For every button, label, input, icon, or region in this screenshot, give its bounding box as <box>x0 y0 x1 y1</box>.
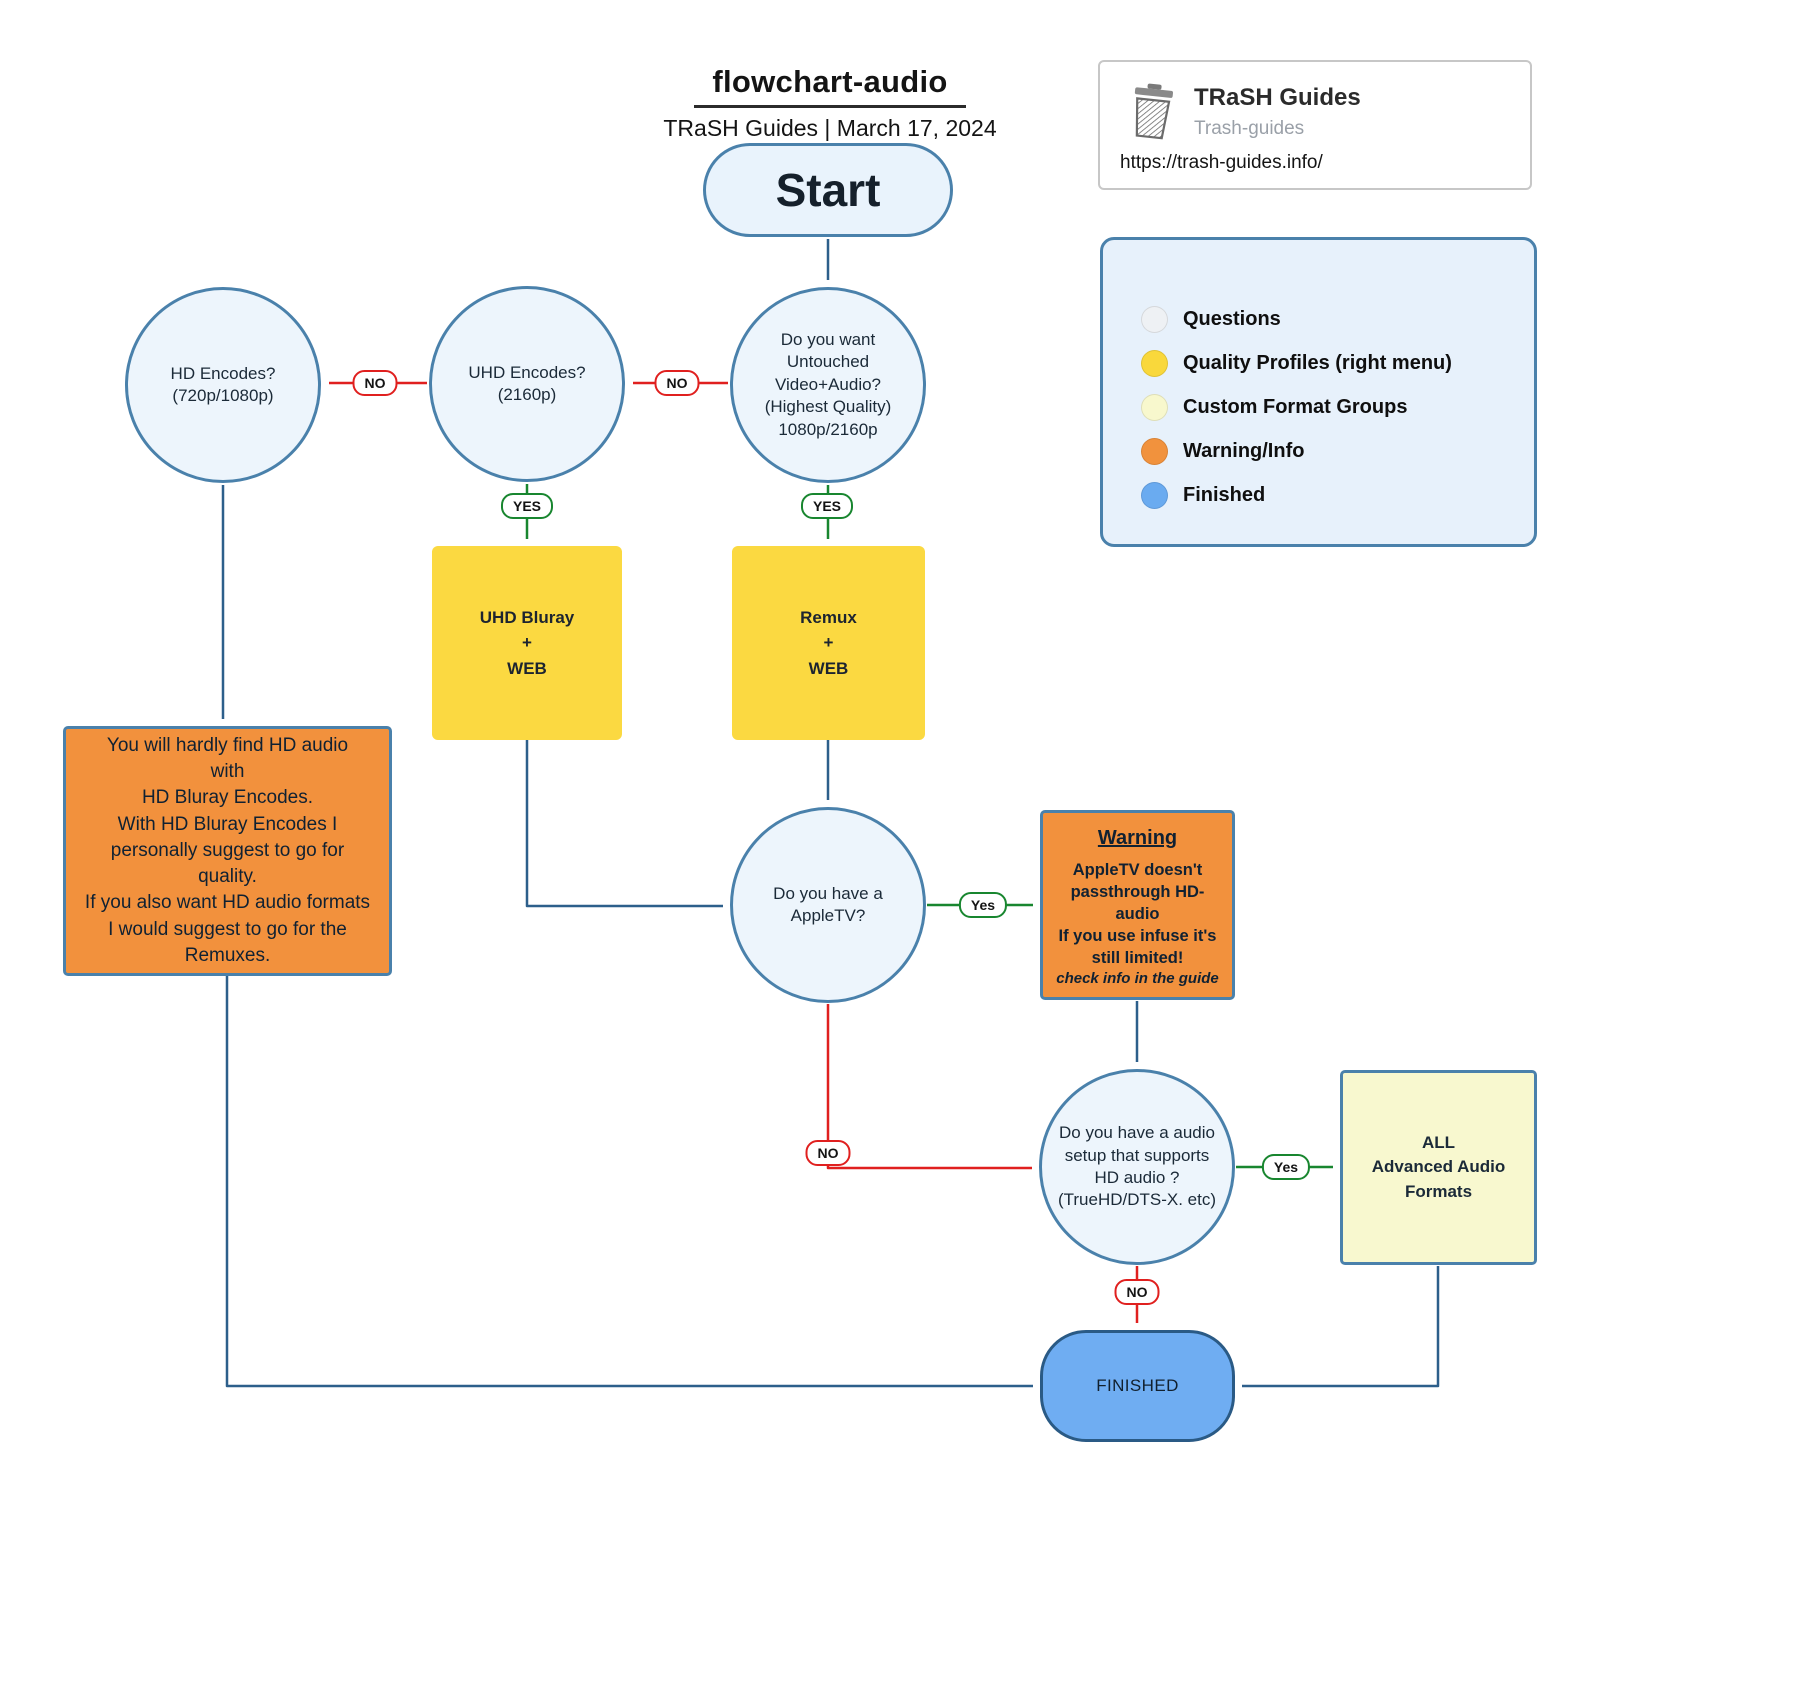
legend-item-warning-info: Warning/Info <box>1141 438 1534 465</box>
node-uhd-bluray-web: UHD Bluray + WEB <box>432 546 622 740</box>
node-question-untouched: Do you want Untouched Video+Audio? (High… <box>730 287 926 483</box>
page-title: flowchart-audio <box>694 64 966 108</box>
node-question-appletv: Do you have a AppleTV? <box>730 807 926 1003</box>
legend-item-custom-format-groups: Custom Format Groups <box>1141 394 1534 421</box>
node-hd-audio-note: You will hardly find HD audio with HD Bl… <box>63 726 392 976</box>
warning-title: Warning <box>1097 827 1178 849</box>
node-remux-web: Remux + WEB <box>732 546 925 740</box>
edge-label-audio-yes: Yes <box>1261 1154 1311 1180</box>
legend-swatch-custom-format-groups <box>1141 394 1168 421</box>
node-warning-appletv: Warning AppleTV doesn't passthrough HD-a… <box>1040 810 1235 1000</box>
legend-label-custom-format-groups: Custom Format Groups <box>1183 396 1408 418</box>
edge-label-appletv-no: NO <box>805 1140 851 1166</box>
edge-label-appletv-yes: Yes <box>958 892 1008 918</box>
node-question-uhd-encodes: UHD Encodes? (2160p) <box>429 286 625 482</box>
legend-item-finished: Finished <box>1141 482 1534 509</box>
node-finished: FINISHED <box>1040 1330 1235 1442</box>
node-question-hd-encodes: HD Encodes? (720p/1080p) <box>125 287 321 483</box>
edge-label-audio-no: NO <box>1114 1279 1160 1305</box>
legend-label-questions: Questions <box>1183 308 1281 330</box>
legend-swatch-questions <box>1141 306 1168 333</box>
legend-swatch-warning-info <box>1141 438 1168 465</box>
legend-label-warning-info: Warning/Info <box>1183 440 1305 462</box>
legend-swatch-quality-profiles <box>1141 350 1168 377</box>
legend-panel: Questions Quality Profiles (right menu) … <box>1100 237 1537 547</box>
legend-swatch-finished <box>1141 482 1168 509</box>
brand-card: TRaSH Guides Trash-guides https://trash-… <box>1098 60 1532 190</box>
warning-note: check info in the guide <box>1056 969 1219 987</box>
legend-item-questions: Questions <box>1141 306 1534 333</box>
node-start: Start <box>703 143 953 237</box>
node-all-advanced-audio: ALL Advanced Audio Formats <box>1340 1070 1537 1265</box>
brand-url-link[interactable]: https://trash-guides.info/ <box>1120 152 1323 173</box>
node-question-hd-audio-setup: Do you have a audio setup that supports … <box>1039 1069 1235 1265</box>
trash-icon <box>1134 83 1173 140</box>
edge-label-uhd-no: NO <box>352 370 398 396</box>
edge-label-untouched-yes: YES <box>800 493 854 519</box>
warning-body: AppleTV doesn't passthrough HD-audio If … <box>1058 861 1217 967</box>
legend-item-quality-profiles: Quality Profiles (right menu) <box>1141 350 1534 377</box>
edge-label-uhd-yes: YES <box>500 493 554 519</box>
brand-subtitle: Trash-guides <box>1194 118 1305 139</box>
brand-title: TRaSH Guides <box>1194 84 1361 111</box>
header: flowchart-audio TRaSH Guides | March 17,… <box>610 64 1050 142</box>
edge-label-untouched-no: NO <box>654 370 700 396</box>
legend-label-finished: Finished <box>1183 484 1266 506</box>
page-subtitle: TRaSH Guides | March 17, 2024 <box>663 115 997 141</box>
legend-label-quality-profiles: Quality Profiles (right menu) <box>1183 352 1452 374</box>
